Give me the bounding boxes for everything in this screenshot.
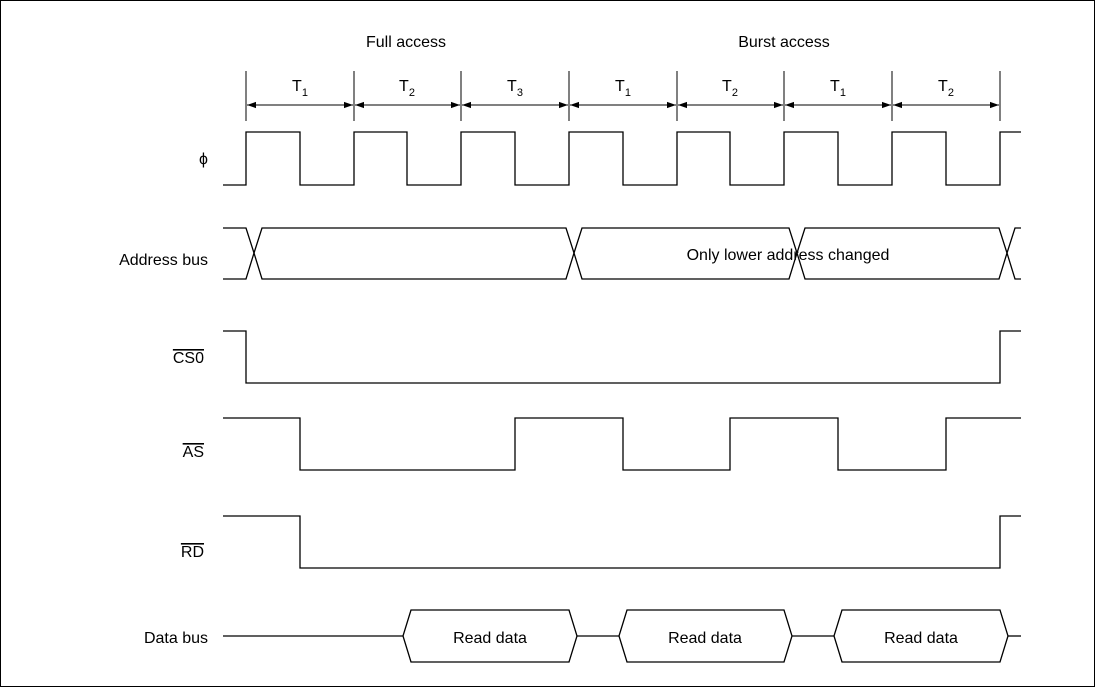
data-bus-waveform: [223, 609, 1021, 663]
signal-label-rd: RD: [181, 544, 204, 561]
cs0-waveform: [223, 330, 1021, 384]
as-waveform: [223, 417, 1021, 471]
rd-waveform: [223, 515, 1021, 569]
signal-label-as: AS: [183, 444, 204, 461]
state-label-6: T1: [830, 78, 846, 99]
clock-waveform: [223, 131, 1021, 186]
signal-label-clock: ϕ: [199, 151, 208, 168]
data-label-3: Read data: [884, 630, 958, 647]
state-label-4: T1: [615, 78, 631, 99]
data-label-1: Read data: [453, 630, 527, 647]
data-label-2: Read data: [668, 630, 742, 647]
state-label-3: T3: [507, 78, 523, 99]
phase-burst-access: Burst access: [738, 34, 830, 51]
state-label-5: T2: [722, 78, 738, 99]
state-label-1: T1: [292, 78, 308, 99]
state-label-2: T2: [399, 78, 415, 99]
signal-label-data-bus: Data bus: [144, 630, 208, 647]
state-boundary-ticks: [245, 71, 1001, 121]
address-note: Only lower address changed: [687, 247, 890, 264]
signal-label-address-bus: Address bus: [119, 252, 208, 269]
state-label-7: T2: [938, 78, 954, 99]
address-bus-waveform: [223, 227, 1021, 280]
signal-label-cs0: CS0: [173, 350, 204, 367]
phase-full-access: Full access: [366, 34, 446, 51]
